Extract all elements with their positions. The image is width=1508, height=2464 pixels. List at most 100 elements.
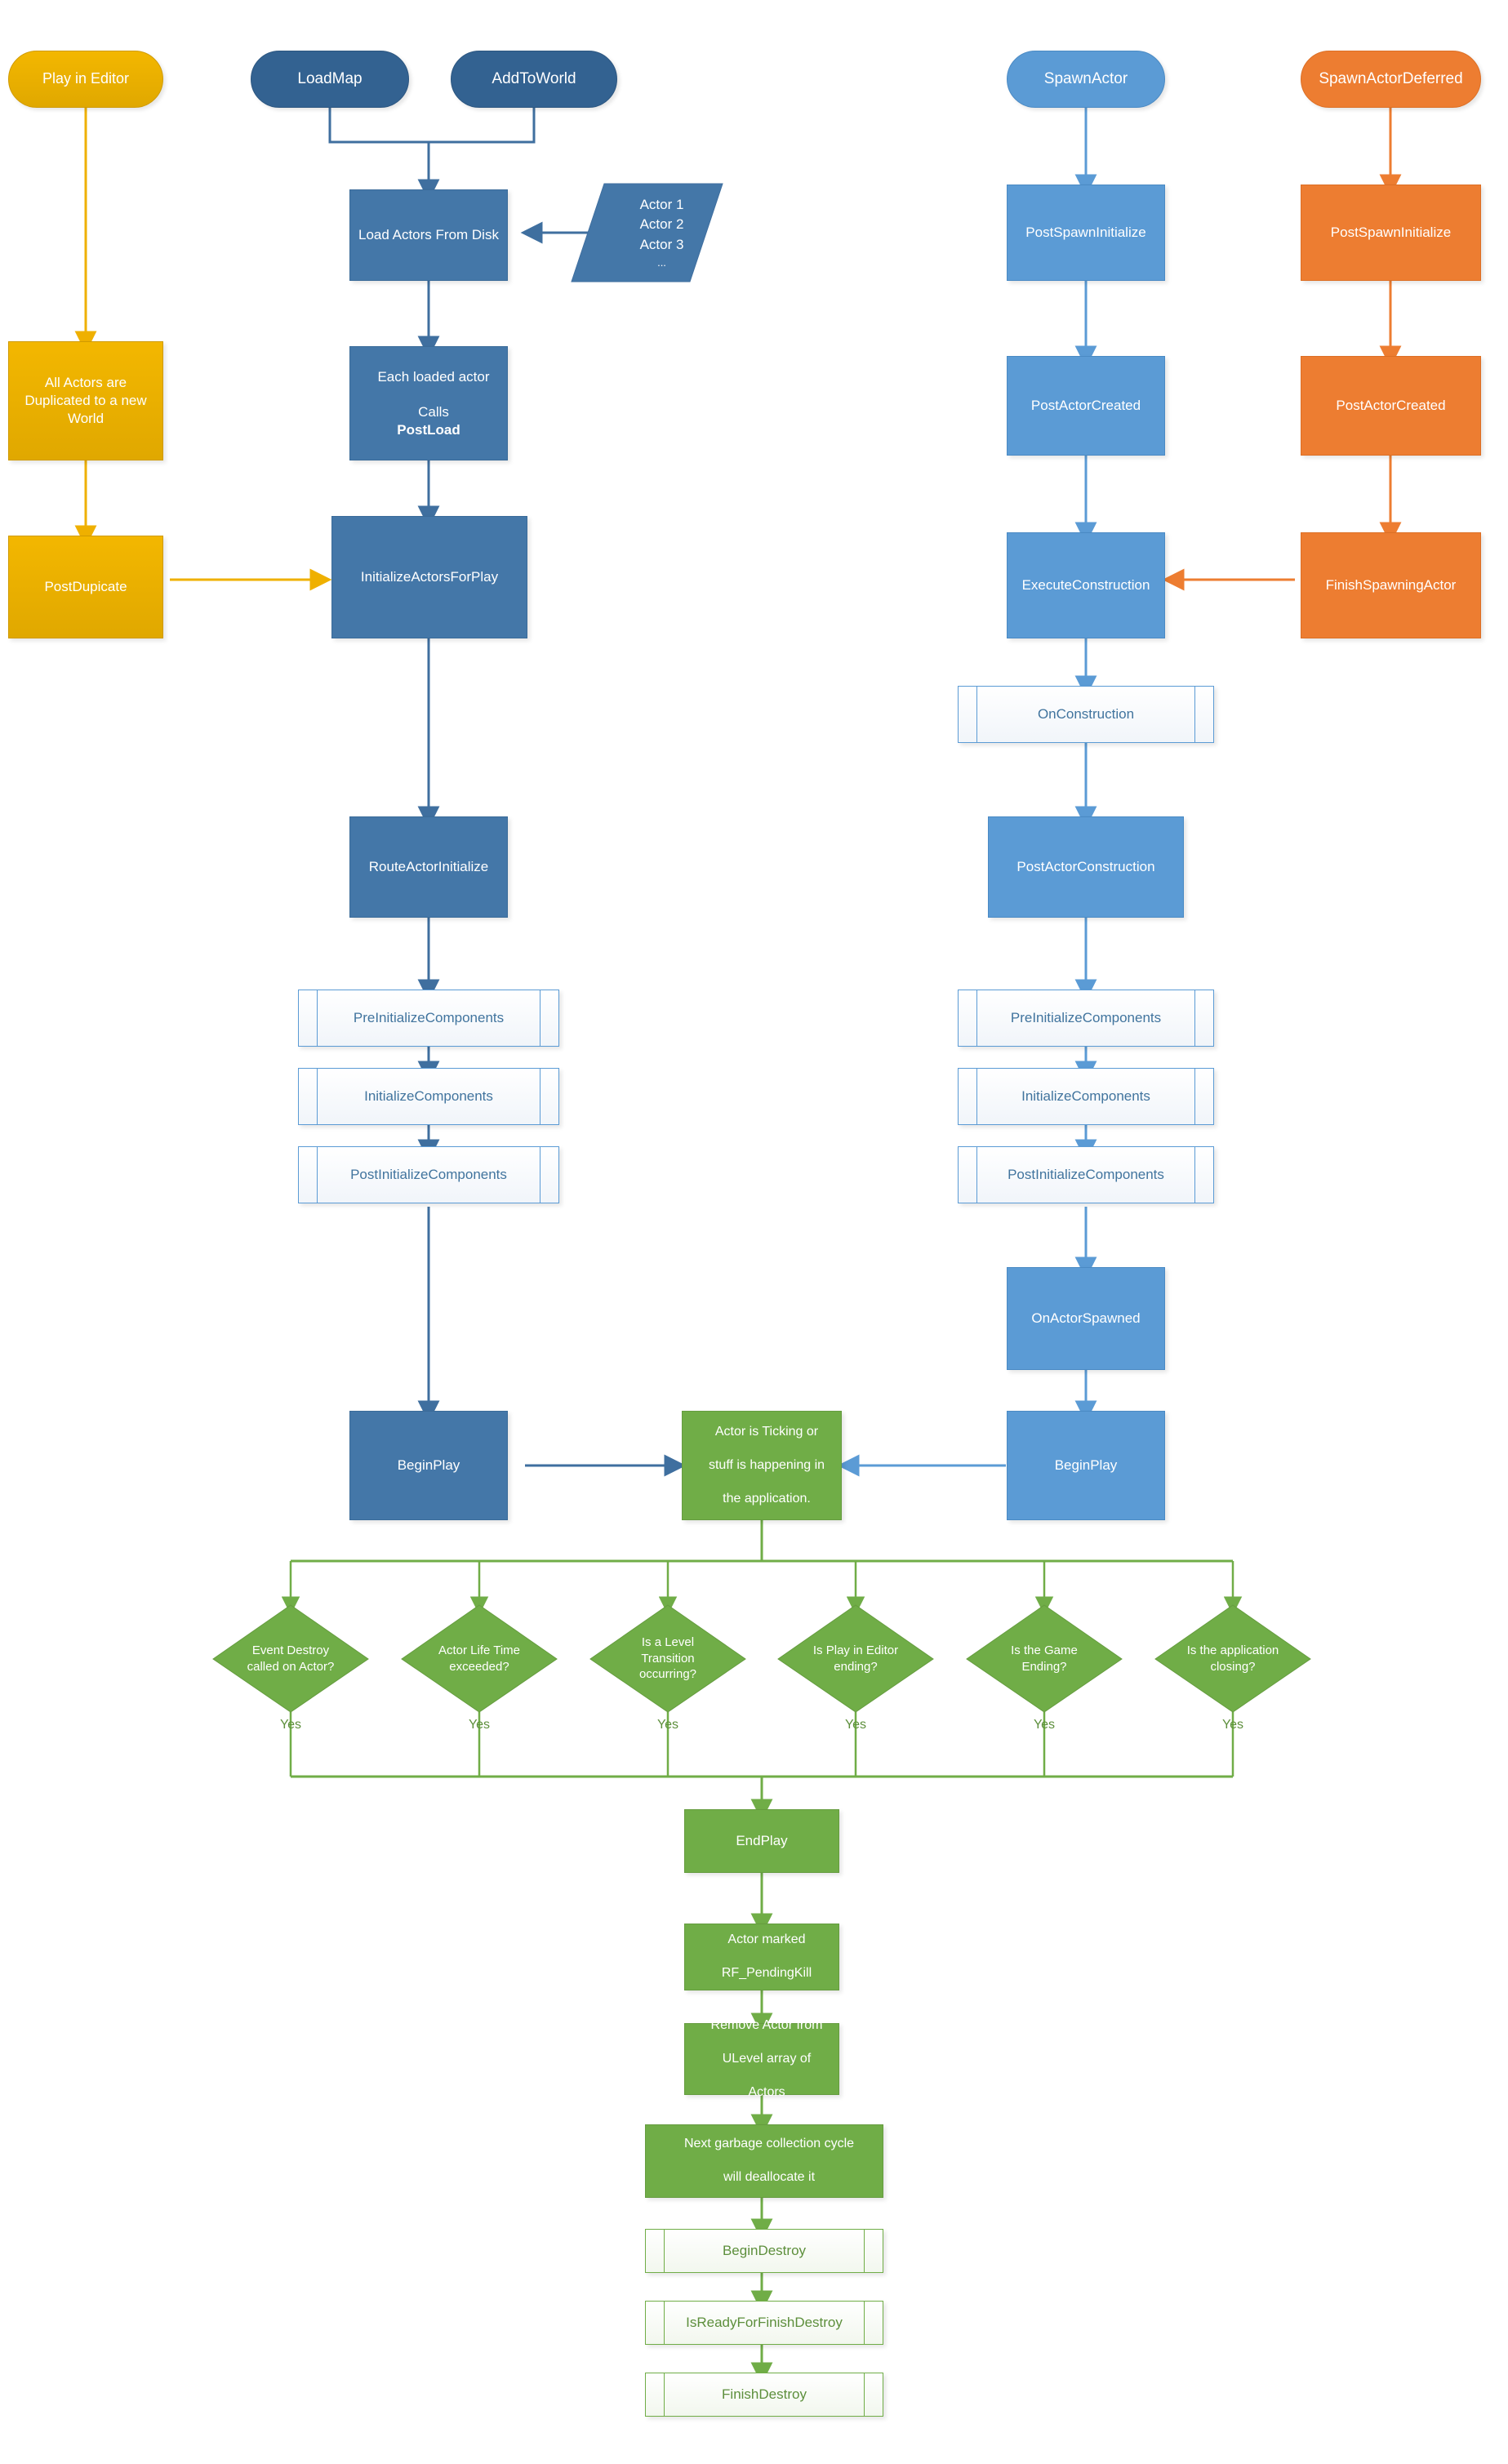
subprocess-label: FinishDestroy <box>722 2386 807 2402</box>
node-label: Remove Actor from ULevel array of Actors <box>685 2017 839 2101</box>
node-label: InitializeActorsForPlay <box>360 569 499 585</box>
subprocess-label: PreInitializeComponents <box>1010 1010 1162 1025</box>
node-on-actor-spawned[interactable]: OnActorSpawned <box>1007 1267 1165 1370</box>
node-post-actor-created-orange[interactable]: PostActorCreated <box>1301 356 1481 456</box>
decision-line: exceeded? <box>449 1659 509 1674</box>
node-play-in-editor[interactable]: Play in Editor <box>8 51 163 108</box>
subprocess-pre-initialize-components-right[interactable]: PreInitializeComponents <box>958 990 1214 1047</box>
node-label: BeginPlay <box>1054 1457 1118 1474</box>
decision-application-closing[interactable]: Is the application closing? <box>1155 1605 1310 1712</box>
subprocess-label: PostInitializeComponents <box>350 1167 507 1182</box>
decision-line: Is a Level <box>641 1635 695 1650</box>
subprocess-bars <box>299 990 558 1046</box>
node-each-loaded-actor-postload[interactable]: Each loaded actor Calls PostLoad <box>349 346 508 460</box>
yes-label-4: Yes <box>1003 1718 1085 1732</box>
node-add-to-world[interactable]: AddToWorld <box>451 51 617 108</box>
ticking-line: stuff is happening in <box>708 1457 825 1472</box>
decision-label: Is Play in Editor ending? <box>813 1643 898 1675</box>
node-route-actor-initialize[interactable]: RouteActorInitialize <box>349 816 508 918</box>
subprocess-label: PreInitializeComponents <box>353 1010 505 1025</box>
node-load-map[interactable]: LoadMap <box>251 51 409 108</box>
node-next-gc-cycle[interactable]: Next garbage collection cycle will deall… <box>645 2124 883 2198</box>
subprocess-initialize-components-left[interactable]: InitializeComponents <box>298 1068 559 1125</box>
decision-line: Is Play in Editor <box>812 1643 899 1657</box>
subprocess-bars <box>646 2230 883 2272</box>
decision-line: Event Destroy <box>251 1643 330 1657</box>
decision-level-transition[interactable]: Is a Level Transition occurring? <box>590 1605 745 1712</box>
node-post-actor-construction[interactable]: PostActorConstruction <box>988 816 1184 918</box>
yes-label-0: Yes <box>250 1718 331 1732</box>
yes-label-3: Yes <box>815 1718 896 1732</box>
decision-line: Is the application <box>1186 1643 1279 1657</box>
decision-line: Ending? <box>1021 1659 1067 1674</box>
subprocess-initialize-components-right[interactable]: InitializeComponents <box>958 1068 1214 1125</box>
subprocess-bars <box>299 1069 558 1124</box>
node-label: FinishSpawningActor <box>1325 577 1457 594</box>
node-post-spawn-initialize-orange[interactable]: PostSpawnInitialize <box>1301 185 1481 281</box>
subprocess-bars <box>959 1069 1213 1124</box>
node-initialize-actors-for-play[interactable]: InitializeActorsForPlay <box>331 516 527 638</box>
decision-game-ending[interactable]: Is the Game Ending? <box>967 1605 1122 1712</box>
node-post-actor-created-blue[interactable]: PostActorCreated <box>1007 356 1165 456</box>
actor-list-line: Actor 2 <box>639 216 684 233</box>
node-label: PostActorCreated <box>1336 398 1446 414</box>
decision-line: called on Actor? <box>247 1659 335 1674</box>
node-label: All Actors are Duplicated to a new World <box>24 375 147 426</box>
node-actor-marked-pendingkill[interactable]: Actor marked RF_PendingKill <box>684 1924 839 1990</box>
node-spawn-actor[interactable]: SpawnActor <box>1007 51 1165 108</box>
postload-line2-bold: PostLoad <box>397 421 460 438</box>
yes-text: Yes <box>1221 1718 1244 1732</box>
subprocess-bars <box>959 990 1213 1046</box>
teardown-line: Next garbage collection cycle <box>683 2137 855 2151</box>
decision-label: Event Destroy called on Actor? <box>247 1643 335 1675</box>
node-label: Play in Editor <box>42 70 130 87</box>
subprocess-bars <box>646 2373 883 2416</box>
yes-text: Yes <box>279 1718 302 1732</box>
node-begin-play-right[interactable]: BeginPlay <box>1007 1411 1165 1520</box>
subprocess-post-initialize-components-right[interactable]: PostInitializeComponents <box>958 1146 1214 1203</box>
node-post-spawn-initialize-blue[interactable]: PostSpawnInitialize <box>1007 185 1165 281</box>
decision-event-destroy[interactable]: Event Destroy called on Actor? <box>213 1605 368 1712</box>
node-load-actors-from-disk[interactable]: Load Actors From Disk <box>349 189 508 281</box>
teardown-line: Actor marked <box>727 1933 806 1947</box>
node-end-play[interactable]: EndPlay <box>684 1809 839 1873</box>
decision-label: Actor Life Time exceeded? <box>438 1643 520 1675</box>
node-label: Actor marked RF_PendingKill <box>685 1932 839 1981</box>
subprocess-begin-destroy[interactable]: BeginDestroy <box>645 2229 883 2273</box>
ticking-line: Actor is Ticking or <box>714 1424 819 1439</box>
node-label: OnActorSpawned <box>1031 1310 1141 1327</box>
decision-play-in-editor-ending[interactable]: Is Play in Editor ending? <box>778 1605 933 1712</box>
subprocess-finish-destroy[interactable]: FinishDestroy <box>645 2373 883 2417</box>
node-execute-construction[interactable]: ExecuteConstruction <box>1007 532 1165 638</box>
node-post-duplicate[interactable]: PostDupicate <box>8 536 163 638</box>
node-finish-spawning-actor[interactable]: FinishSpawningActor <box>1301 532 1481 638</box>
node-label: AddToWorld <box>492 69 576 87</box>
subprocess-bars <box>299 1147 558 1203</box>
teardown-line: Remove Actor from <box>710 2017 823 2032</box>
decision-line: occurring? <box>638 1667 697 1682</box>
subprocess-is-ready-for-finish-destroy[interactable]: IsReadyForFinishDestroy <box>645 2301 883 2345</box>
node-label: SpawnActor <box>1043 69 1128 87</box>
yes-text: Yes <box>844 1718 867 1732</box>
teardown-line: ULevel array of <box>722 2051 812 2066</box>
node-label: PostSpawnInitialize <box>1025 225 1146 241</box>
decision-label: Is the application closing? <box>1187 1643 1279 1675</box>
subprocess-post-initialize-components-left[interactable]: PostInitializeComponents <box>298 1146 559 1203</box>
node-remove-actor-from-ulevel[interactable]: Remove Actor from ULevel array of Actors <box>684 2018 839 2099</box>
node-spawn-actor-deferred[interactable]: SpawnActorDeferred <box>1301 51 1481 108</box>
subprocess-on-construction[interactable]: OnConstruction <box>958 686 1214 743</box>
decision-actor-lifetime[interactable]: Actor Life Time exceeded? <box>402 1605 557 1712</box>
node-all-actors-duplicated[interactable]: All Actors are Duplicated to a new World <box>8 341 163 460</box>
decision-label: Is a Level Transition occurring? <box>639 1635 696 1683</box>
subprocess-label: IsReadyForFinishDestroy <box>686 2315 843 2330</box>
subprocess-pre-initialize-components-left[interactable]: PreInitializeComponents <box>298 990 559 1047</box>
node-actor-ticking[interactable]: Actor is Ticking or stuff is happening i… <box>682 1411 842 1520</box>
teardown-line: RF_PendingKill <box>721 1966 812 1981</box>
node-begin-play-left[interactable]: BeginPlay <box>349 1411 508 1520</box>
subprocess-bars <box>646 2302 883 2344</box>
subprocess-bars <box>959 687 1213 742</box>
subprocess-label: OnConstruction <box>1037 706 1135 722</box>
postload-line2-plain: Calls <box>418 404 449 420</box>
